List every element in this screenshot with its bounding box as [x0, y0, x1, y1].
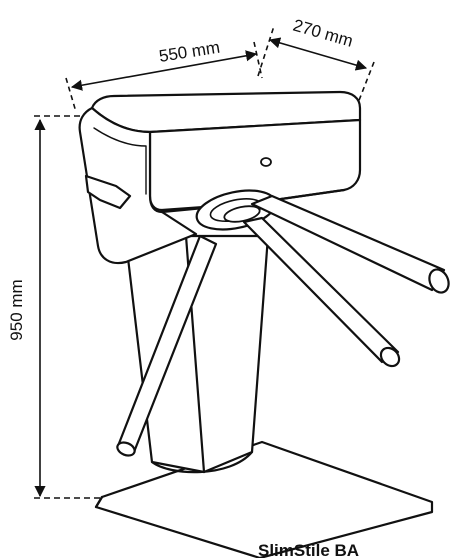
rotor-cap — [223, 205, 261, 223]
head-side-face — [78, 106, 198, 265]
product-name: SlimStile BA — [258, 541, 359, 558]
depth-label: 270 mm — [291, 16, 355, 51]
barrier-arm-right — [250, 194, 450, 294]
dimension-lines — [34, 25, 375, 499]
barrier-arm-lower — [116, 234, 218, 457]
turnstile — [78, 90, 450, 558]
width-extension-right — [253, 41, 263, 79]
height-label: 950 mm — [7, 279, 26, 340]
pedestal — [126, 234, 270, 474]
depth-dimension-arrow — [268, 37, 368, 71]
width-extension-left — [65, 77, 77, 113]
indicator-window — [84, 174, 132, 210]
head-unit — [78, 90, 362, 265]
barrier-arm-front — [242, 216, 401, 368]
width-dimension-arrow — [70, 50, 258, 91]
key-lock-icon — [260, 157, 272, 167]
